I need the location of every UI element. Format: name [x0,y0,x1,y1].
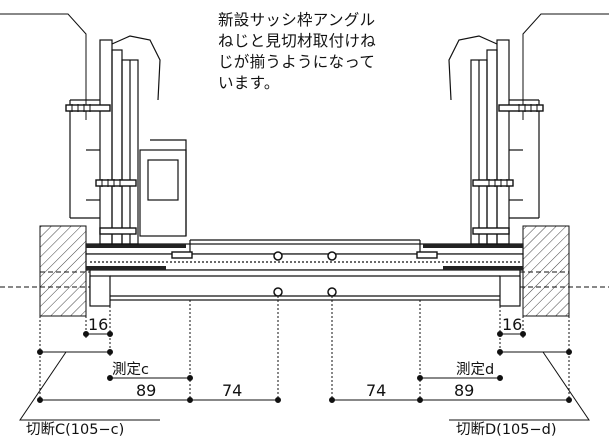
installation-note: 新設サッシ枠アングル ねじと見切材取付けね じが揃うようになって います。 [218,10,418,94]
screws [65,104,544,259]
concrete-block-right [522,225,570,317]
sill-members [85,239,524,307]
screw-threads [71,104,538,187]
dimension-lines [19,296,590,421]
dim-right-measure-d: 測定d [456,361,494,378]
note-line-2: ねじと見切材取付けね [218,32,377,50]
dim-left-16: 16 [88,315,108,334]
dim-left-74: 74 [222,381,242,400]
dim-right-16: 16 [502,315,522,334]
right-sash-frame [448,35,540,245]
concrete-block-left [39,225,87,317]
dim-right-74: 74 [366,381,386,400]
cut-label-left: 切断C(105−c) [26,421,124,438]
dim-right-89: 89 [454,381,474,400]
wall-outline [0,13,609,120]
left-sash-frame [69,35,187,245]
note-line-4: います。 [218,74,280,92]
dim-left-measure-c: 測定c [112,361,149,378]
note-line-3: じが揃うようになって [218,53,376,71]
cut-label-right: 切断D(105−d) [456,421,557,438]
bolt-holes [273,251,337,297]
sill-dark-bars [86,244,523,270]
dim-left-89: 89 [136,381,156,400]
note-line-1: 新設サッシ枠アングル [218,11,376,29]
